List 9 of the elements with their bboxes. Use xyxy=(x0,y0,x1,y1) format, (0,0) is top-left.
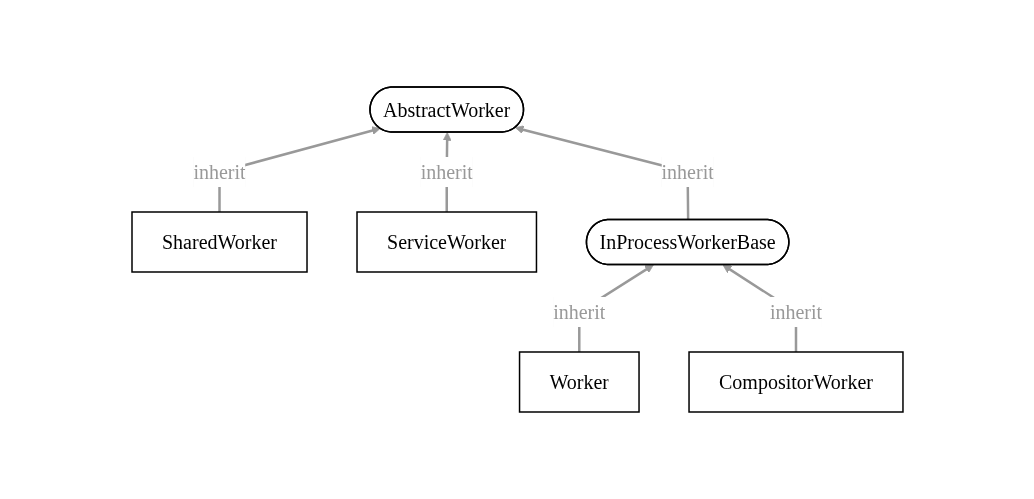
node-box: CompositorWorker xyxy=(687,351,904,413)
edge-label: inherit xyxy=(192,161,246,183)
edge-label: inherit xyxy=(661,161,714,183)
edge-label: inherit xyxy=(420,161,473,183)
edge-label: inherit xyxy=(769,301,822,323)
edge-label: inherit xyxy=(552,301,605,323)
node-box: SharedWorker xyxy=(130,211,308,273)
node-box: ServiceWorker xyxy=(355,211,537,273)
node-box: Worker xyxy=(518,351,640,413)
